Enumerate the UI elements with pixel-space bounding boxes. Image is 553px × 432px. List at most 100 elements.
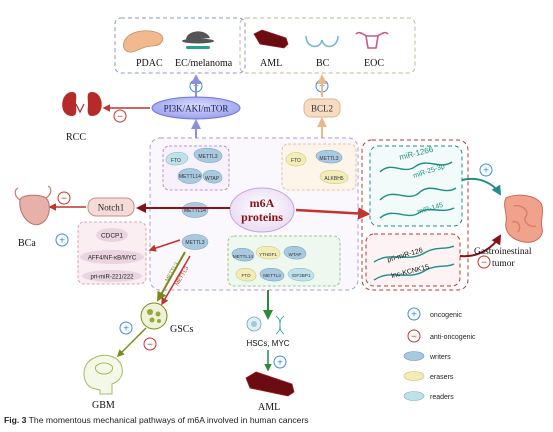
- ec-melanoma-icon: [182, 31, 214, 49]
- fto-label-c: FTO: [241, 273, 251, 278]
- aff4-label: AFF4/NF-κB/MYC: [88, 256, 137, 262]
- pri-mir-221-node: [82, 270, 142, 282]
- ythdf1-blob: [255, 246, 281, 260]
- cdcp1-node: [96, 228, 128, 242]
- pi3k-akt-mtor-label: PI3K/AKI/mTOR: [164, 104, 229, 114]
- gbm-label: GBM: [92, 400, 115, 411]
- notch1-node: [87, 197, 135, 217]
- gastro-tumor-label-line1: Gastroinestinal: [474, 247, 532, 257]
- pdac-label: PDAC: [136, 58, 163, 69]
- eraser-cluster-top: [281, 143, 357, 191]
- svg-text:−: −: [117, 112, 123, 123]
- wtap-label-a: WTAP: [205, 176, 220, 182]
- igf2bp1-label: IGF2BP1: [292, 273, 311, 278]
- svg-text:+: +: [411, 310, 417, 321]
- uterus-icon: [355, 31, 389, 49]
- legend-erasers-swatch: [403, 371, 425, 381]
- hsc-cell-icon: [246, 316, 262, 332]
- legend-anti-oncogenic-label: anti-oncogenic: [430, 334, 476, 341]
- svg-text:−: −: [61, 194, 67, 205]
- mettl3-label-b: METTL3: [319, 156, 338, 162]
- svg-text:−: −: [481, 258, 487, 269]
- legend-writers-swatch: [403, 351, 425, 361]
- mettl14-blob-side: [181, 202, 209, 218]
- ythdf1-label: YTHDF1: [259, 252, 277, 257]
- aml-bottom-label: AML: [258, 402, 280, 413]
- intestine-icon: [504, 194, 544, 243]
- mir253p-strand: [379, 187, 457, 201]
- pri-mir-221-label: pri-miR-221/222: [90, 275, 134, 281]
- legend: + oncogenic − anti-oncogenic writers era…: [403, 307, 476, 401]
- kcnk15-strand: [373, 263, 455, 281]
- svg-text:+: +: [123, 324, 129, 335]
- gsc-icon: [140, 302, 168, 330]
- figure-label: Fig. 3: [4, 415, 27, 425]
- mirna-box-upper: [369, 145, 463, 227]
- bone-marrow-icon-top: [253, 29, 289, 49]
- legend-anti-oncogenic-icon: −: [407, 329, 421, 343]
- wtap-blob-a: [202, 170, 223, 184]
- mir1266-strand: [379, 161, 453, 173]
- mettl3-blob-side: [181, 234, 209, 250]
- legend-readers-label: readers: [430, 394, 454, 401]
- breast-icon: [305, 35, 339, 48]
- mettl3-blob-b: [315, 150, 343, 164]
- aff4-node: [80, 250, 144, 264]
- svg-text:+: +: [277, 358, 283, 369]
- anti-oncogenic-sign-rcc: −: [113, 109, 127, 123]
- mettl14-label-a: METTL14: [179, 174, 201, 180]
- fto-label-a: FTO: [171, 158, 181, 164]
- legend-writers-label: writers: [429, 354, 451, 361]
- ec-melanoma-label: EC/melanoma: [175, 58, 233, 69]
- fto-blob-a: [165, 152, 189, 166]
- rna-outer-region: [361, 139, 469, 291]
- svg-text:−: −: [411, 332, 417, 343]
- figure-caption: Fig. 3 The momentous mechanical pathways…: [4, 415, 549, 425]
- bcl2-label: BCL2: [311, 104, 333, 114]
- fto-label-b: FTO: [291, 158, 301, 164]
- legend-oncogenic-label: oncogenic: [430, 312, 462, 319]
- kidney-icon: [62, 92, 102, 116]
- mettl3-label-side: METTL3: [185, 240, 204, 246]
- top-left-cancer-box: [114, 17, 246, 74]
- oncogenic-sign-bca: +: [55, 233, 69, 247]
- bc-label: BC: [316, 58, 330, 69]
- figure-caption-text: The momentous mechanical pathways of m6A…: [26, 415, 309, 425]
- brain-head-icon: [83, 354, 123, 395]
- anti-oncogenic-sign-gsc: −: [143, 337, 157, 351]
- fto-blob-b: [285, 152, 307, 167]
- svg-text:+: +: [483, 166, 489, 177]
- aml-top-label: AML: [260, 58, 282, 69]
- oncogenic-sign-gsc: +: [119, 321, 133, 335]
- legend-erasers-label: erasers: [430, 374, 454, 381]
- alkbh5-blob: [319, 170, 349, 184]
- mettl3-blob-a: [193, 148, 223, 163]
- svg-text:+: +: [59, 236, 65, 247]
- anti-oncogenic-sign-bca: −: [57, 191, 71, 205]
- anti-oncogenic-sign-gastro: −: [477, 255, 491, 269]
- mir126-strand: [373, 245, 455, 263]
- mettl14-label-side: METTL14: [184, 208, 206, 214]
- mettl3-blob-c: [259, 268, 285, 282]
- cdcp1-label: CDCP1: [101, 233, 123, 240]
- bca-label: BCa: [18, 238, 36, 249]
- rna-box-lower: [365, 233, 461, 287]
- alkbh5-label: ALKBH5: [324, 176, 343, 182]
- fto-blob-c: [235, 268, 257, 282]
- bladder-icon: [14, 185, 52, 226]
- legend-oncogenic-icon: +: [407, 307, 421, 321]
- mettl3-label-c: METTL3: [263, 273, 281, 278]
- pancreas-icon: [123, 30, 164, 53]
- oncogenic-sign-aml: +: [273, 355, 287, 369]
- notch1-label: Notch1: [98, 203, 125, 213]
- m6a-proteins-node: [229, 187, 295, 233]
- mettl14-label-b: METTL14: [233, 254, 254, 259]
- legend-readers-swatch: [403, 391, 425, 401]
- hscs-myc-label: HSCs, MYC: [246, 339, 289, 348]
- gastro-tumor-label-line2: tumor: [492, 259, 516, 269]
- wtap-label-b: WTAP: [289, 252, 302, 257]
- igf2bp1-blob: [287, 268, 315, 282]
- proteins-label: proteins: [241, 210, 283, 224]
- wtap-blob-b: [283, 246, 307, 260]
